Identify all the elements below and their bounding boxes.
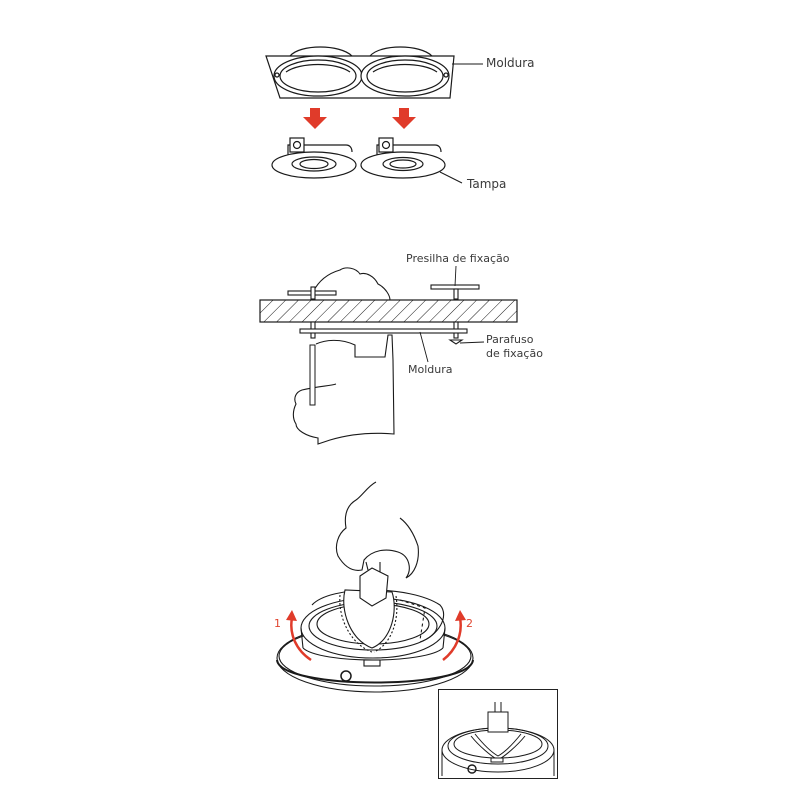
frame-label: Moldura: [486, 56, 535, 70]
frame-label-2: Moldura: [408, 363, 453, 376]
frame-bar: [299, 328, 468, 334]
down-arrows: [303, 108, 416, 129]
covers: [271, 137, 446, 179]
screwdriver: [309, 344, 316, 406]
cover-leader-line: [439, 171, 463, 184]
arrow-head-1: [286, 610, 297, 621]
screw-label-line1: Parafuso: [486, 333, 534, 346]
detail-inset: [438, 689, 558, 779]
clip-label: Presilha de fixação: [406, 252, 510, 265]
rotation-label-1: 1: [274, 617, 281, 630]
screw-label-line2: de fixação: [486, 347, 543, 360]
frame-plate: [265, 46, 455, 99]
inset-drawing: [441, 702, 555, 776]
ceiling-slab: [259, 299, 518, 323]
cover-label: Tampa: [467, 177, 507, 191]
lower-hand: [292, 334, 395, 445]
rotation-label-2: 2: [466, 617, 473, 630]
hand-top: [335, 481, 419, 579]
rotation-arrows: [290, 617, 462, 662]
arrow-head-2: [455, 610, 466, 621]
